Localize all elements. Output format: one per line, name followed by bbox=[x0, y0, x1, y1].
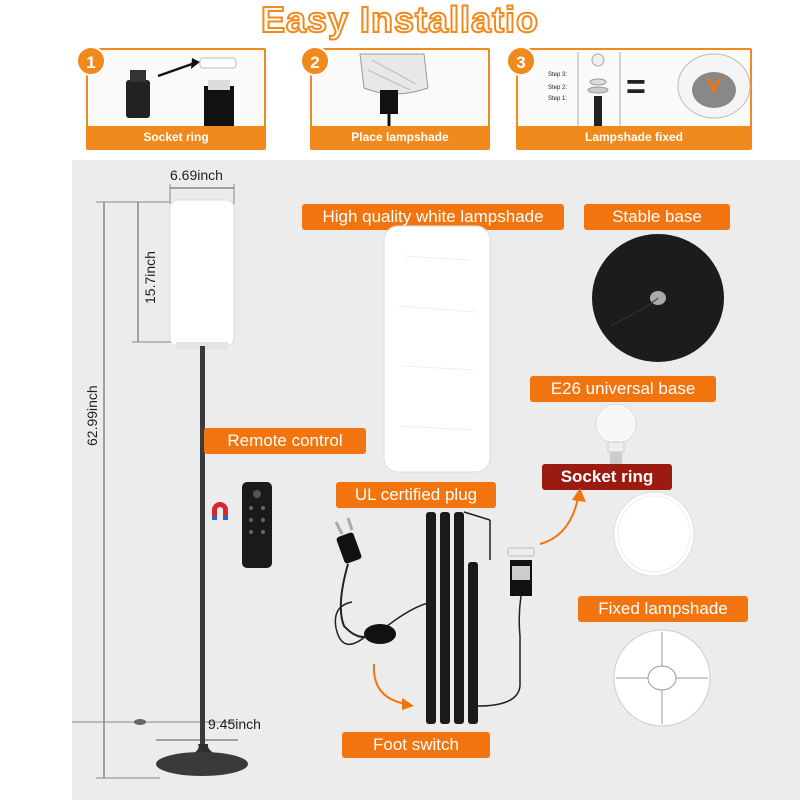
step-1-caption: Socket ring bbox=[88, 126, 264, 148]
remote-control-illustration bbox=[212, 482, 272, 568]
place-lampshade-illustration bbox=[359, 53, 429, 128]
step-1-panel: 1 Socket ring bbox=[76, 46, 266, 150]
e26-base-label: E26 universal base bbox=[530, 376, 716, 402]
step-1-number: 1 bbox=[76, 46, 106, 76]
socket-ring-illustration bbox=[126, 57, 237, 126]
step-3-panel: 3 Step 3: Step 2: Step 1: = Lampshade fi… bbox=[506, 46, 752, 150]
substep-3-label: Step 3: bbox=[548, 72, 568, 78]
lampshade-fixed-illustration bbox=[577, 52, 751, 126]
remote-control-label: Remote control bbox=[204, 428, 366, 454]
lamp-base bbox=[156, 752, 248, 776]
foot-switch-device bbox=[364, 624, 396, 644]
socket-ring-illustration bbox=[613, 491, 695, 577]
step-2-caption: Place lampshade bbox=[312, 126, 488, 148]
step-2-number: 2 bbox=[300, 46, 330, 76]
stable-base-illustration bbox=[592, 234, 724, 362]
fixed-lampshade-label: Fixed lampshade bbox=[578, 596, 748, 622]
socket-ring-arrow bbox=[539, 488, 586, 545]
equals-sign: = bbox=[626, 68, 646, 106]
step-3-caption: Lampshade fixed bbox=[518, 126, 750, 148]
shade-height-dimension: 15.7inch bbox=[142, 251, 158, 304]
foot-switch-label: Foot switch bbox=[342, 732, 490, 758]
page-title: Easy Installatio bbox=[260, 0, 540, 41]
foot-switch-arrow bbox=[372, 663, 414, 710]
lamp-pole bbox=[200, 346, 205, 748]
power-cord-and-poles-illustration bbox=[334, 511, 535, 724]
light-bulb-illustration bbox=[595, 403, 637, 464]
substep-1-label: Step 1: bbox=[548, 96, 568, 102]
total-height-dimension: 62.99inch bbox=[84, 385, 100, 446]
white-lampshade-illustration bbox=[383, 225, 491, 473]
socket-ring-label: Socket ring bbox=[542, 464, 672, 490]
step-2-panel: 2 Place lampshade bbox=[300, 46, 490, 150]
ul-plug-label: UL certified plug bbox=[336, 482, 496, 508]
base-width-dimension: 9.45inch bbox=[208, 716, 261, 732]
stable-base-label: Stable base bbox=[584, 204, 730, 230]
substep-2-label: Step 2: bbox=[548, 85, 568, 91]
lamp-shade bbox=[169, 199, 235, 347]
step-3-number: 3 bbox=[506, 46, 536, 76]
fixed-lampshade-illustration bbox=[613, 629, 711, 727]
shade-width-dimension: 6.69inch bbox=[170, 167, 223, 183]
